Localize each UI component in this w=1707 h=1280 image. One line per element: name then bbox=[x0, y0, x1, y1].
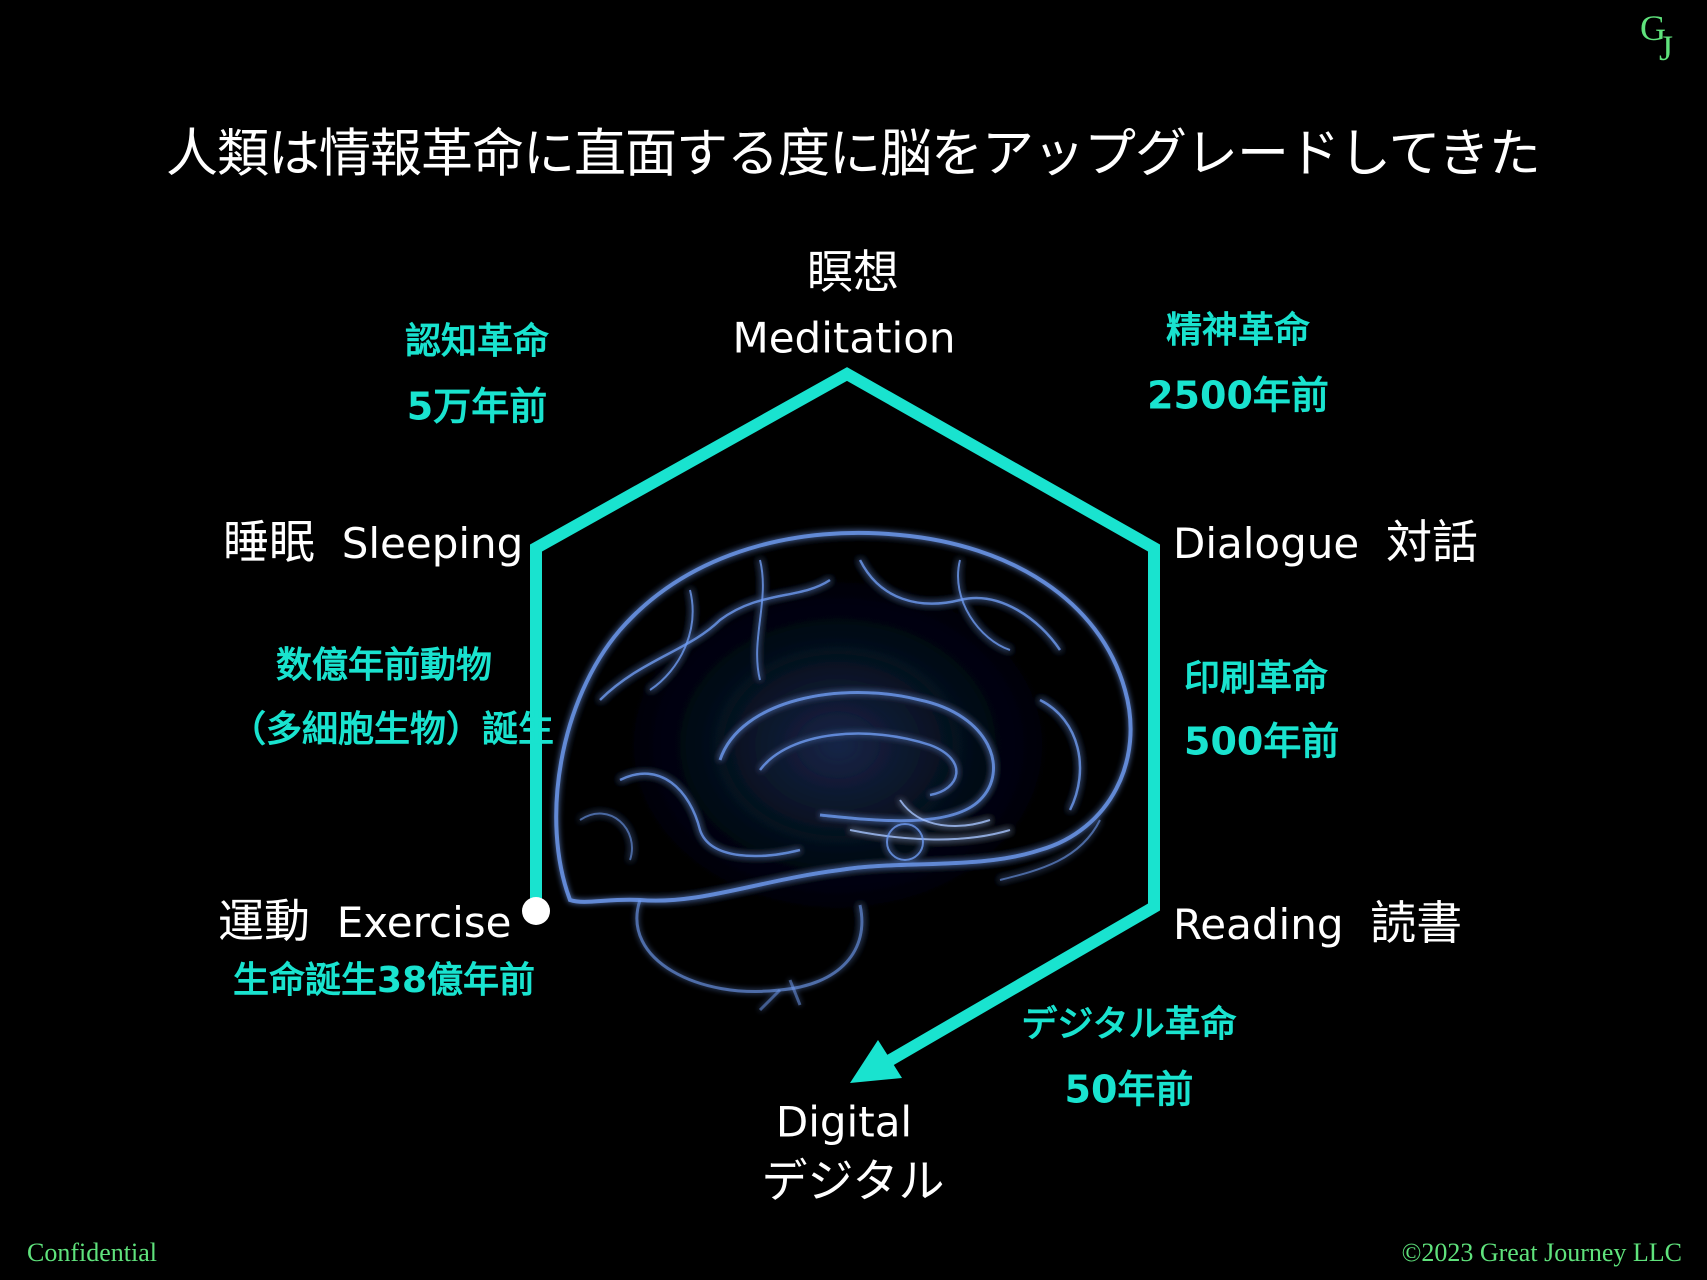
footer-copyright: ©2023 Great Journey LLC bbox=[1401, 1238, 1682, 1267]
node-dialogue-jp: 対話 bbox=[1385, 515, 1478, 569]
node-exercise-jp: 運動 bbox=[218, 894, 310, 948]
rev-multicell-when: （多細胞生物）誕生 bbox=[229, 709, 555, 750]
node-digital-jp: デジタル bbox=[761, 1154, 945, 1208]
node-exercise-en: Exercise bbox=[336, 898, 512, 947]
rev-life-name: 生命誕生38億年前 bbox=[232, 960, 536, 1001]
rev-digital-name: デジタル革命 bbox=[1021, 1004, 1237, 1045]
brain-image bbox=[548, 515, 1133, 1012]
page-title: 人類は情報革命に直面する度に脳をアップグレードしてきた bbox=[166, 124, 1541, 185]
hexagon-path bbox=[522, 367, 1160, 1083]
node-digital-en: Digital bbox=[775, 1097, 913, 1147]
node-meditation-en: Meditation bbox=[732, 313, 956, 363]
start-dot bbox=[522, 897, 550, 925]
footer-confidential: Confidential bbox=[27, 1238, 157, 1267]
node-sleeping: 睡眠 Sleeping bbox=[223, 506, 523, 572]
rev-cognitive-when: 5万年前 bbox=[406, 384, 548, 429]
rev-spiritual-name: 精神革命 bbox=[1165, 310, 1311, 351]
rev-spiritual-when: 2500年前 bbox=[1147, 373, 1329, 418]
rev-cognitive-name: 認知革命 bbox=[404, 321, 550, 362]
node-sleeping-en: Sleeping bbox=[341, 519, 524, 568]
rev-multicell-name: 数億年前動物 bbox=[275, 645, 493, 686]
node-dialogue-en: Dialogue bbox=[1173, 519, 1360, 568]
node-meditation-jp: 瞑想 bbox=[807, 245, 899, 299]
arrow-head-icon bbox=[850, 1040, 902, 1083]
rev-printing-when: 500年前 bbox=[1184, 719, 1340, 764]
node-reading-en: Reading bbox=[1173, 900, 1344, 949]
rev-digital-when: 50年前 bbox=[1064, 1067, 1194, 1112]
node-dialogue: Dialogue 対話 bbox=[1173, 506, 1478, 572]
node-sleeping-jp: 睡眠 bbox=[223, 515, 315, 569]
node-reading-jp: 読書 bbox=[1370, 896, 1463, 950]
node-reading: Reading 読書 bbox=[1173, 887, 1462, 953]
rev-printing-name: 印刷革命 bbox=[1184, 658, 1329, 699]
node-exercise: 運動 Exercise bbox=[218, 885, 511, 951]
